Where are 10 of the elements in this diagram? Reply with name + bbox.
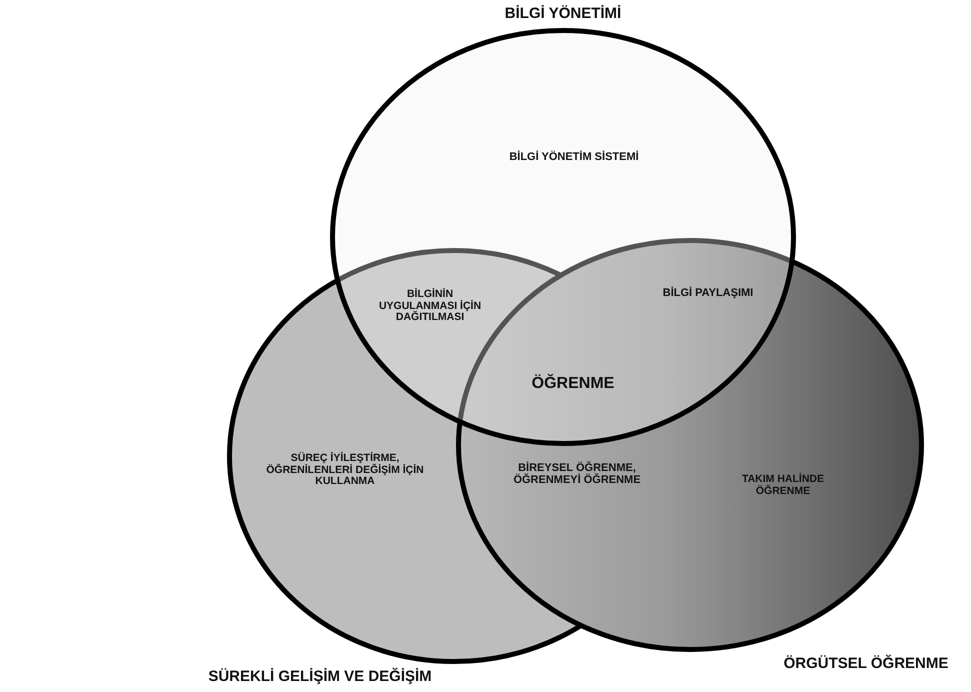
region-text: BİLGİ YÖNETİM SİSTEMİ	[508, 151, 640, 164]
region-text: SÜREÇ İYİLEŞTİRME, ÖĞRENİLENLERİ DEĞİŞİM İÇİN KULLANMA	[265, 453, 425, 488]
circle-heading: ÖRGÜTSEL ÖĞRENME	[782, 656, 950, 672]
overlap-text: BİREYSEL ÖĞRENME, ÖĞRENMEYİ ÖĞRENME	[512, 462, 642, 486]
overlap-text: BİLGİ PAYLAŞIMI	[662, 287, 754, 300]
overlap-text: BİLGİNİN UYGULANMASI İÇİN DAĞITILMASI	[378, 289, 482, 324]
circle-heading: BİLGİ YÖNETİMİ	[504, 6, 622, 22]
region-text: TAKIM HALİNDE ÖĞRENME	[740, 474, 826, 498]
overlap-text: ÖĞRENME	[530, 375, 616, 393]
circle-heading: SÜREKLİ GELİŞİM VE DEĞİŞİM	[207, 669, 433, 686]
